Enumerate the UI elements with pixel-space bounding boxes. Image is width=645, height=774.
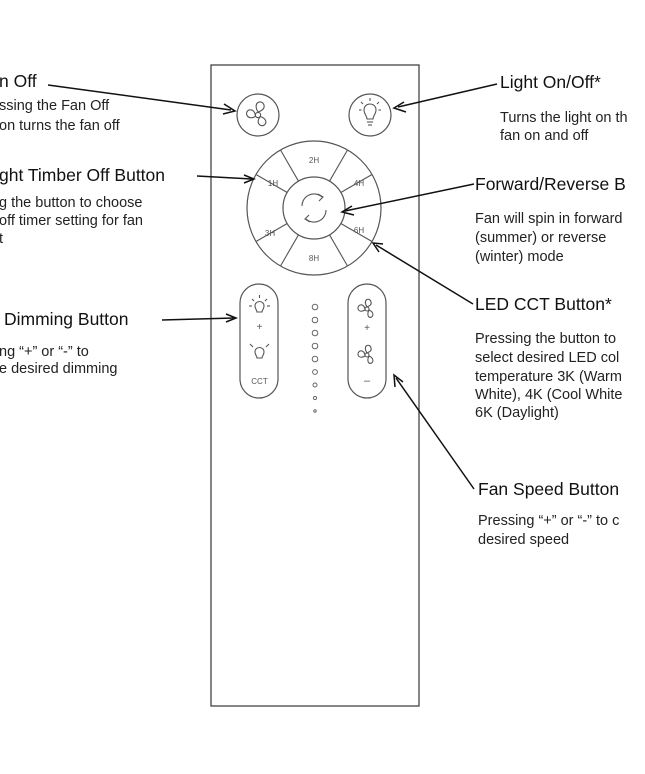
callout-led-cct: LED CCT Button* Pressing the button to s… bbox=[475, 294, 622, 421]
timer-3h-label: 3H bbox=[265, 229, 275, 238]
speed-indicator-dots bbox=[311, 303, 319, 413]
timer-desc-line: t bbox=[0, 231, 3, 247]
led-cct-title: LED CCT Button* bbox=[475, 294, 612, 314]
led-cct-desc-line: 6K (Daylight) bbox=[475, 405, 559, 421]
fan-speed-down-icon bbox=[357, 344, 374, 364]
fan-off-title: n Off bbox=[0, 71, 37, 91]
light-onoff-desc-line: Turns the light on th bbox=[500, 110, 628, 126]
timer-title: ght Timber Off Button bbox=[0, 165, 165, 185]
fan-speed-desc-line: desired speed bbox=[478, 532, 569, 548]
timer-4h-button[interactable]: 4H bbox=[354, 179, 364, 188]
dimming-desc-line: e desired dimming bbox=[0, 361, 117, 377]
dimming-desc-line: ng “+” or “-” to bbox=[0, 344, 89, 360]
bulb-icon bbox=[359, 98, 381, 126]
forward-reverse-desc-line: (summer) or reverse bbox=[475, 230, 606, 246]
callout-dimming: Dimming Button ng “+” or “-” to e desire… bbox=[0, 309, 129, 377]
callout-timer: ght Timber Off Button g the button to ch… bbox=[0, 165, 165, 247]
timer-6h-button[interactable]: 6H bbox=[354, 226, 364, 235]
fan-speed-leader bbox=[395, 377, 475, 490]
fan-speed-button[interactable]: + – bbox=[347, 283, 387, 399]
dimming-leader bbox=[161, 317, 235, 321]
fan-speed-plus-label: + bbox=[364, 323, 370, 334]
cct-label: CCT bbox=[251, 377, 268, 386]
dimming-title: Dimming Button bbox=[4, 309, 129, 329]
led-cct-desc-line: select desired LED col bbox=[475, 350, 619, 366]
fan-off-leader bbox=[47, 84, 232, 111]
timer-desc-line: off timer setting for fan bbox=[0, 213, 143, 229]
timer-8h-label: 8H bbox=[309, 254, 319, 263]
light-onoff-title: Light On/Off* bbox=[500, 72, 601, 92]
forward-reverse-title: Forward/Reverse B bbox=[475, 174, 626, 194]
timer-2h-label: 2H bbox=[309, 156, 319, 165]
led-cct-desc-line: White), 4K (Cool White bbox=[475, 387, 622, 403]
dimming-button[interactable]: + CCT bbox=[239, 283, 279, 399]
timer-6h-label: 6H bbox=[354, 226, 364, 235]
forward-reverse-desc-line: (winter) mode bbox=[475, 249, 564, 265]
forward-reverse-desc-line: Fan will spin in forward bbox=[475, 211, 622, 227]
bulb-bright-icon bbox=[249, 295, 270, 313]
bulb-dim-icon bbox=[249, 343, 270, 359]
callout-light-onoff: Light On/Off* Turns the light on th fan … bbox=[500, 72, 628, 144]
dimming-plus-label: + bbox=[257, 322, 263, 333]
forward-reverse-button[interactable] bbox=[301, 193, 327, 223]
led-cct-leader bbox=[375, 244, 474, 305]
timer-4h-label: 4H bbox=[354, 179, 364, 188]
timer-ring bbox=[246, 140, 382, 276]
timer-desc-line: g the button to choose bbox=[0, 195, 143, 211]
timer-8h-button[interactable]: 8H bbox=[309, 254, 319, 263]
fan-off-desc-line: on turns the fan off bbox=[0, 118, 121, 134]
timer-3h-button[interactable]: 3H bbox=[265, 229, 275, 238]
led-cct-desc-line: temperature 3K (Warm bbox=[475, 369, 622, 385]
fan-speed-up-icon bbox=[357, 298, 374, 318]
timer-1h-label: 1H bbox=[268, 179, 278, 188]
light-leader bbox=[397, 83, 498, 108]
callout-fan-off: n Off ssing the Fan Off on turns the fan… bbox=[0, 71, 121, 134]
callout-fan-speed: Fan Speed Button Pressing “+” or “-” to … bbox=[478, 479, 619, 548]
leader-lines bbox=[47, 83, 498, 490]
fan-speed-minus-label: – bbox=[364, 375, 371, 387]
fan-speed-desc-line: Pressing “+” or “-” to c bbox=[478, 513, 619, 529]
timer-leader bbox=[196, 175, 253, 180]
fan-speed-title: Fan Speed Button bbox=[478, 479, 619, 499]
fan-off-button[interactable] bbox=[236, 93, 280, 137]
reverse-arrows-icon bbox=[301, 193, 327, 223]
led-cct-desc-line: Pressing the button to bbox=[475, 331, 616, 347]
forward-reverse-leader bbox=[344, 183, 475, 212]
timer-1h-button[interactable]: 1H bbox=[268, 179, 278, 188]
fan-off-desc-line: ssing the Fan Off bbox=[0, 98, 110, 114]
light-onoff-button[interactable] bbox=[348, 93, 392, 137]
callout-forward-reverse: Forward/Reverse B Fan will spin in forwa… bbox=[475, 174, 626, 265]
fan-icon bbox=[246, 101, 267, 127]
light-onoff-desc-line: fan on and off bbox=[500, 128, 589, 144]
timer-2h-button[interactable]: 2H bbox=[309, 156, 319, 165]
